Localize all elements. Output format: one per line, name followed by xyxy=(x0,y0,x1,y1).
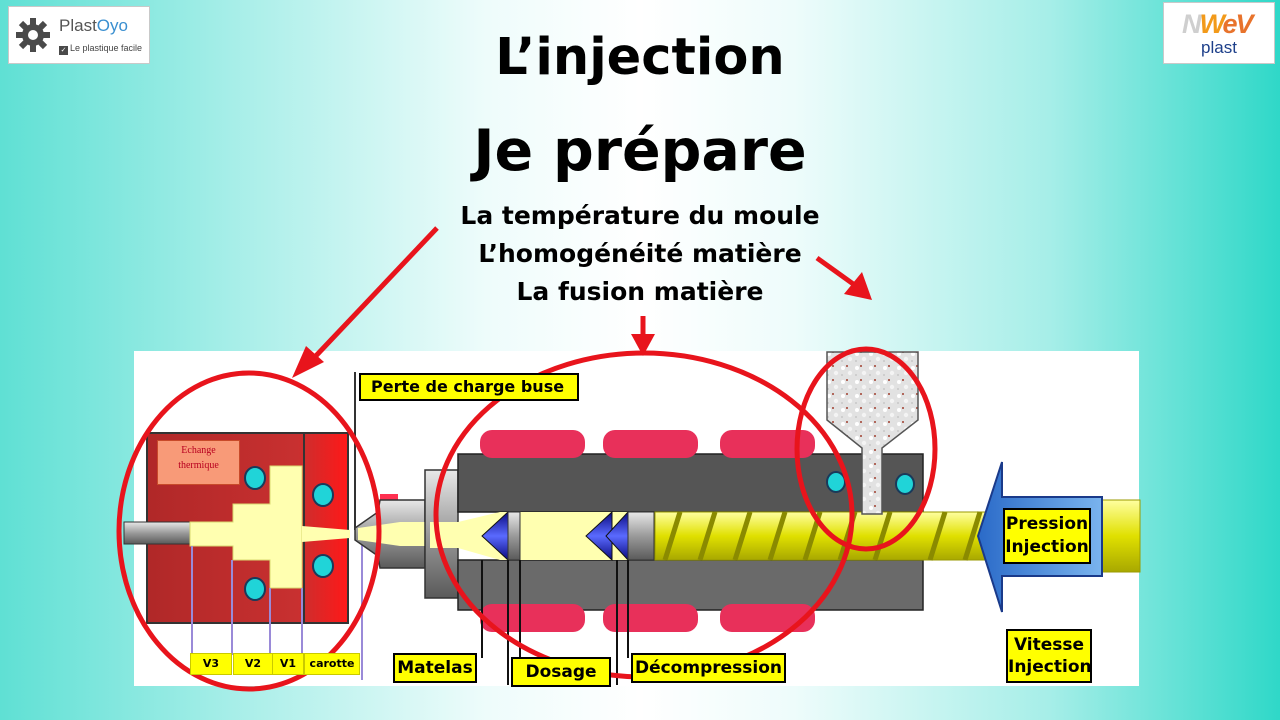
v1-label: V1 xyxy=(272,653,304,675)
vitesse-line1: Vitesse xyxy=(1013,635,1085,655)
newplast-logo: NWeV plast xyxy=(1163,2,1275,64)
matelas-label: Matelas xyxy=(393,653,477,683)
logo-brand: PlastOyo xyxy=(59,16,128,35)
bullet-list: La température du moule L’homogénéité ma… xyxy=(390,197,890,311)
check-ring xyxy=(481,510,655,562)
perte-de-charge-label: Perte de charge buse xyxy=(359,373,579,401)
bullet-item: La température du moule xyxy=(460,201,820,230)
echange-thermique-label: Echange thermique xyxy=(157,440,240,485)
logo-tagline: ✓Le plastique facile xyxy=(59,43,143,55)
echange-line2: thermique xyxy=(178,460,219,471)
plastoyo-logo: PlastOyo ✓Le plastique facile xyxy=(8,6,150,64)
pression-line2: Injection xyxy=(1005,537,1089,557)
nozzle xyxy=(354,494,430,569)
dosage-label: Dosage xyxy=(511,657,611,687)
logo-wordmark: NWeV xyxy=(1182,9,1254,39)
pression-line1: Pression xyxy=(1005,514,1089,534)
gear-icon xyxy=(16,18,50,52)
page-subtitle: Je prépare xyxy=(473,118,807,184)
pression-injection-label: Pression Injection xyxy=(1003,508,1091,564)
v2-label: V2 xyxy=(233,653,273,675)
vitesse-line2: Injection xyxy=(1008,657,1092,677)
carotte-label: carotte xyxy=(304,653,360,675)
bullet-item: La fusion matière xyxy=(516,277,764,306)
decompression-label: Décompression xyxy=(631,653,786,683)
section-lines xyxy=(481,560,629,685)
red-arrows xyxy=(292,226,872,378)
bullet-item: L’homogénéité matière xyxy=(478,239,802,268)
echange-line1: Echange xyxy=(181,445,216,456)
check-icon: ✓ xyxy=(59,46,68,55)
hopper xyxy=(826,351,919,515)
v3-label: V3 xyxy=(190,653,232,675)
logo-subtext: plast xyxy=(1201,38,1237,57)
vitesse-injection-label: Vitesse Injection xyxy=(1006,629,1092,683)
page-title: L’injection xyxy=(495,28,785,87)
